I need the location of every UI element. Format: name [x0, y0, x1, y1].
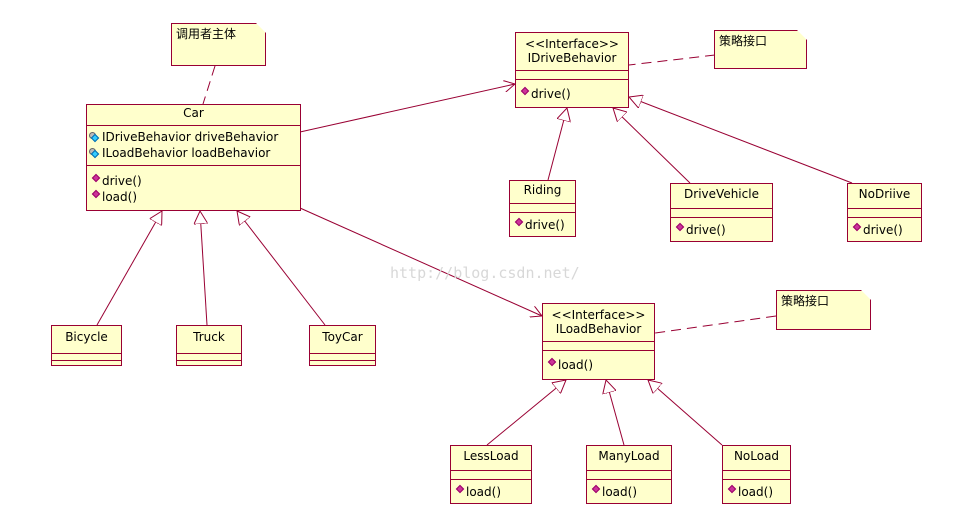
gen-nodrive-idrive: [629, 97, 853, 184]
gen-riding-idrive: [547, 108, 567, 181]
method-icon: [520, 86, 530, 96]
note-link-invoker: [202, 65, 216, 105]
class-car-name: Car: [183, 106, 204, 120]
gen-drivevehicle-idrive: [613, 108, 691, 184]
class-drivevehicle[interactable]: DriveVehicle drive(): [670, 183, 773, 242]
method-icon: [852, 222, 862, 232]
class-car[interactable]: Car IDriveBehavior driveBehavior ILoadBe…: [86, 104, 301, 211]
method-icon: [547, 357, 557, 367]
class-car-field: IDriveBehavior driveBehavior: [87, 129, 300, 145]
gen-noload-iload: [648, 380, 723, 446]
method-icon: [91, 173, 101, 183]
method-icon: [727, 484, 737, 494]
note-strategy-drive-text: 策略接口: [719, 34, 768, 48]
class-car-method: drive(): [87, 173, 300, 189]
note-invoker-text: 调用者主体: [176, 27, 237, 41]
class-nodriive[interactable]: NoDriive drive(): [847, 183, 922, 242]
interface-iloadbehavior[interactable]: <<Interface>> ILoadBehavior load(): [542, 303, 655, 380]
note-invoker: 调用者主体: [171, 23, 266, 66]
iload-stereotype: <<Interface>>: [551, 308, 646, 322]
note-link-load: [654, 315, 777, 334]
class-lessload[interactable]: LessLoad load(): [450, 445, 532, 504]
note-link-drive: [628, 54, 716, 66]
gen-bicycle-car: [96, 211, 162, 326]
class-manyload[interactable]: ManyLoad load(): [586, 445, 672, 504]
gen-truck-car: [200, 211, 207, 326]
idrive-method: drive(): [516, 86, 628, 102]
gen-manyload-iload: [606, 380, 625, 446]
class-car-field: ILoadBehavior loadBehavior: [87, 145, 300, 161]
assoc-car-iload: [299, 207, 542, 316]
field-icon: [89, 132, 99, 142]
gen-toycar-car: [237, 211, 326, 326]
method-icon: [91, 189, 101, 199]
field-icon: [89, 148, 99, 158]
gen-lessload-iload: [486, 380, 566, 446]
method-icon: [514, 217, 524, 227]
method-icon: [455, 484, 465, 494]
class-noload[interactable]: NoLoad load(): [722, 445, 791, 504]
assoc-car-idrive: [299, 84, 515, 133]
idrive-name: IDriveBehavior: [527, 51, 617, 65]
note-strategy-load-text: 策略接口: [781, 294, 830, 308]
method-icon: [591, 484, 601, 494]
class-bicycle[interactable]: Bicycle: [51, 325, 122, 366]
class-riding[interactable]: Riding drive(): [509, 180, 576, 237]
iload-name: ILoadBehavior: [555, 322, 642, 336]
note-strategy-drive: 策略接口: [714, 30, 807, 69]
interface-idrivebehavior[interactable]: <<Interface>> IDriveBehavior drive(): [515, 32, 629, 108]
watermark: http://blog.csdn.net/: [390, 264, 580, 282]
iload-method: load(): [543, 357, 654, 373]
class-toycar[interactable]: ToyCar: [309, 325, 376, 366]
class-car-method: load(): [87, 189, 300, 205]
idrive-stereotype: <<Interface>>: [525, 37, 619, 51]
class-truck[interactable]: Truck: [176, 325, 242, 366]
note-strategy-load: 策略接口: [776, 290, 871, 330]
method-icon: [675, 222, 685, 232]
